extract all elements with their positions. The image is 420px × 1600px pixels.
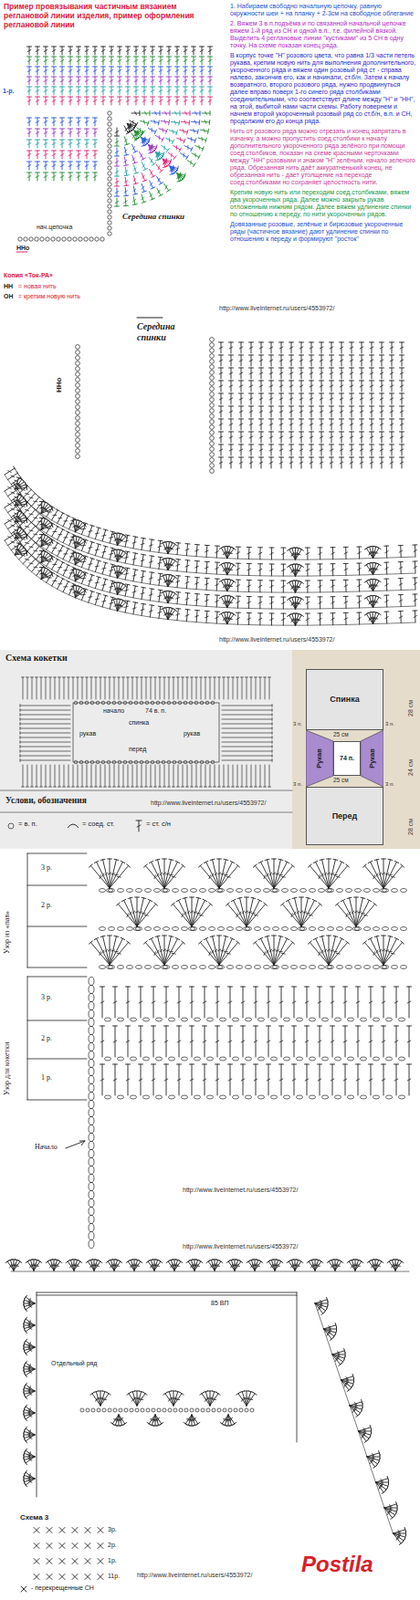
page: Пример провязывания частичным вязанием р… (0, 0, 420, 1600)
